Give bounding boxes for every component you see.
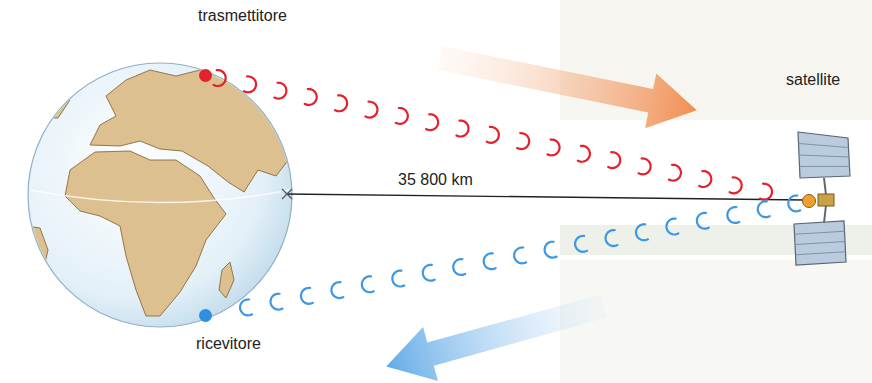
distance-label: 35 800 km xyxy=(398,170,473,190)
station-node: trasmettitore xyxy=(198,6,287,26)
station-node: ricevitore xyxy=(196,334,261,354)
direction-arrow xyxy=(379,279,612,383)
satellite-picture xyxy=(786,70,870,270)
distance-line xyxy=(282,189,806,200)
radio-wave xyxy=(214,70,772,200)
panel-stripe xyxy=(795,242,845,245)
panel-stripe xyxy=(800,166,850,167)
satellite-antenna xyxy=(802,194,816,208)
solar-panel xyxy=(794,221,846,265)
node-label: ricevitore xyxy=(196,334,261,354)
panel-arm xyxy=(824,178,826,195)
panel-stripe xyxy=(796,252,846,255)
earth-globe xyxy=(15,63,296,327)
satellite-body xyxy=(818,194,834,206)
radio-wave xyxy=(240,196,800,316)
node-label: satellite xyxy=(786,70,870,90)
solar-panel xyxy=(798,132,850,178)
page-background xyxy=(560,260,872,383)
panel-stripe xyxy=(795,231,845,234)
station-dot xyxy=(199,309,212,322)
node-label: trasmettitore xyxy=(198,6,287,26)
panel-arm xyxy=(824,205,826,223)
satellite-node: satellite xyxy=(786,70,870,270)
direction-arrow xyxy=(434,31,702,138)
panel-stripe xyxy=(799,155,849,157)
panel-stripe xyxy=(799,144,849,148)
station-dot xyxy=(199,69,212,82)
